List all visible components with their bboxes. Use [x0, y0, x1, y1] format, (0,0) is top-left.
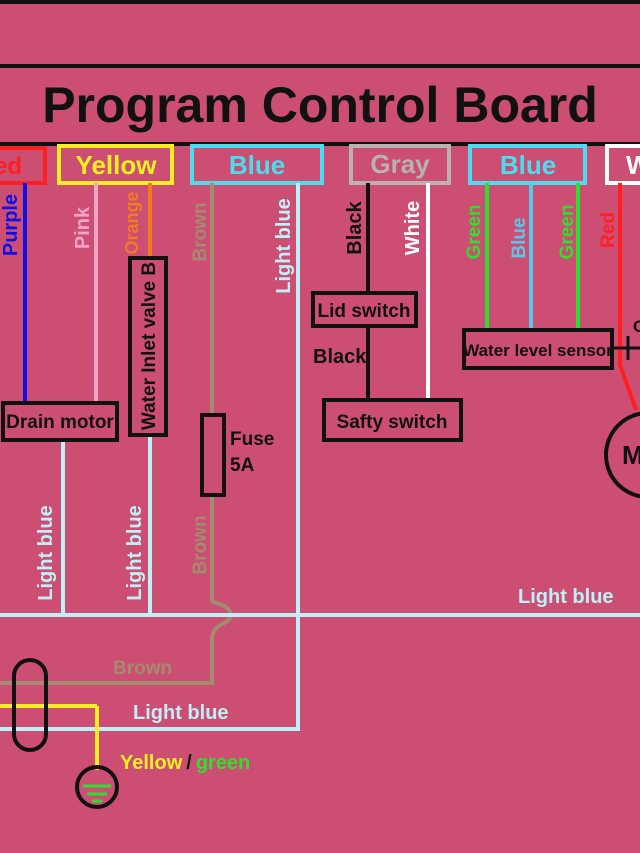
lid-switch-label: Lid switch: [318, 301, 411, 322]
green-part-label: green: [196, 752, 250, 774]
green1-label: Green: [464, 205, 485, 260]
terminal-blue2-label: Blue: [500, 150, 556, 180]
capacitor-label: C: [633, 317, 640, 336]
slash-label: /: [186, 752, 192, 774]
light-blue-top-label: Light blue: [273, 198, 295, 294]
fuse-label: Fuse: [230, 429, 274, 450]
orange-label: Orange: [122, 191, 142, 254]
brown-bottom-label: Brown: [113, 658, 172, 679]
black-top-label: Black: [344, 200, 366, 254]
terminal-yellow-box: [57, 144, 174, 185]
program-control-board: [0, 64, 640, 146]
light-blue-right-label: Light blue: [518, 586, 614, 608]
ground-circle: [75, 765, 119, 809]
red-motor-label: Red: [598, 212, 619, 248]
motor-symbol-label: M: [622, 440, 640, 470]
brown-mid-label: Brown: [190, 515, 211, 574]
terminal-white-box: [605, 144, 640, 185]
terminal-gray-box: [349, 144, 451, 185]
board-title: Program Control Board: [42, 77, 598, 133]
terminal-blue2-box: [468, 144, 587, 185]
yellow-green-label: Yellow/green: [120, 752, 250, 774]
motor-circle: [604, 411, 640, 499]
yellow-part-label: Yellow: [120, 752, 183, 774]
drain-motor-label: Drain motor: [6, 412, 114, 433]
lid-switch-box: [311, 291, 418, 328]
black-mid-label: Black: [313, 346, 367, 368]
safty-switch-label: Safty switch: [337, 412, 448, 433]
terminal-blue-label: Blue: [229, 150, 285, 180]
terminal-gray-label: Gray: [370, 149, 430, 179]
fuse-box: [200, 413, 226, 497]
purple-label: Purple: [0, 194, 22, 256]
pink-label: Pink: [72, 206, 94, 249]
green2-label: Green: [557, 205, 578, 260]
fuse-rating-label: 5A: [230, 455, 255, 476]
red-wire-motor: [618, 183, 638, 411]
terminal-yellow-label: Yellow: [76, 150, 158, 180]
terminal-red-label: Red: [0, 153, 22, 180]
water-level-sensor-box: [462, 328, 614, 370]
brown-wire-hop: [210, 600, 233, 641]
terminal-blue-box: [190, 144, 324, 185]
white-label: White: [402, 201, 424, 255]
power-plug: [12, 658, 48, 752]
water-level-sensor-label: Water level sensor: [463, 341, 613, 360]
drain-motor-box: [1, 401, 119, 442]
light-blue-left-label: Light blue: [35, 505, 57, 601]
water-inlet-valve-box: [128, 256, 168, 437]
brown-top-label: Brown: [190, 202, 211, 261]
terminal-white-label: W: [626, 150, 640, 180]
water-inlet-valve-label: Water Inlet valve B: [139, 262, 160, 430]
light-blue-bottom-label: Light blue: [133, 702, 229, 724]
terminal-red-box: [0, 146, 47, 185]
blue-sensor-label: Blue: [509, 217, 530, 258]
light-blue-mid-label: Light blue: [124, 505, 146, 601]
safty-switch-box: [322, 398, 463, 442]
